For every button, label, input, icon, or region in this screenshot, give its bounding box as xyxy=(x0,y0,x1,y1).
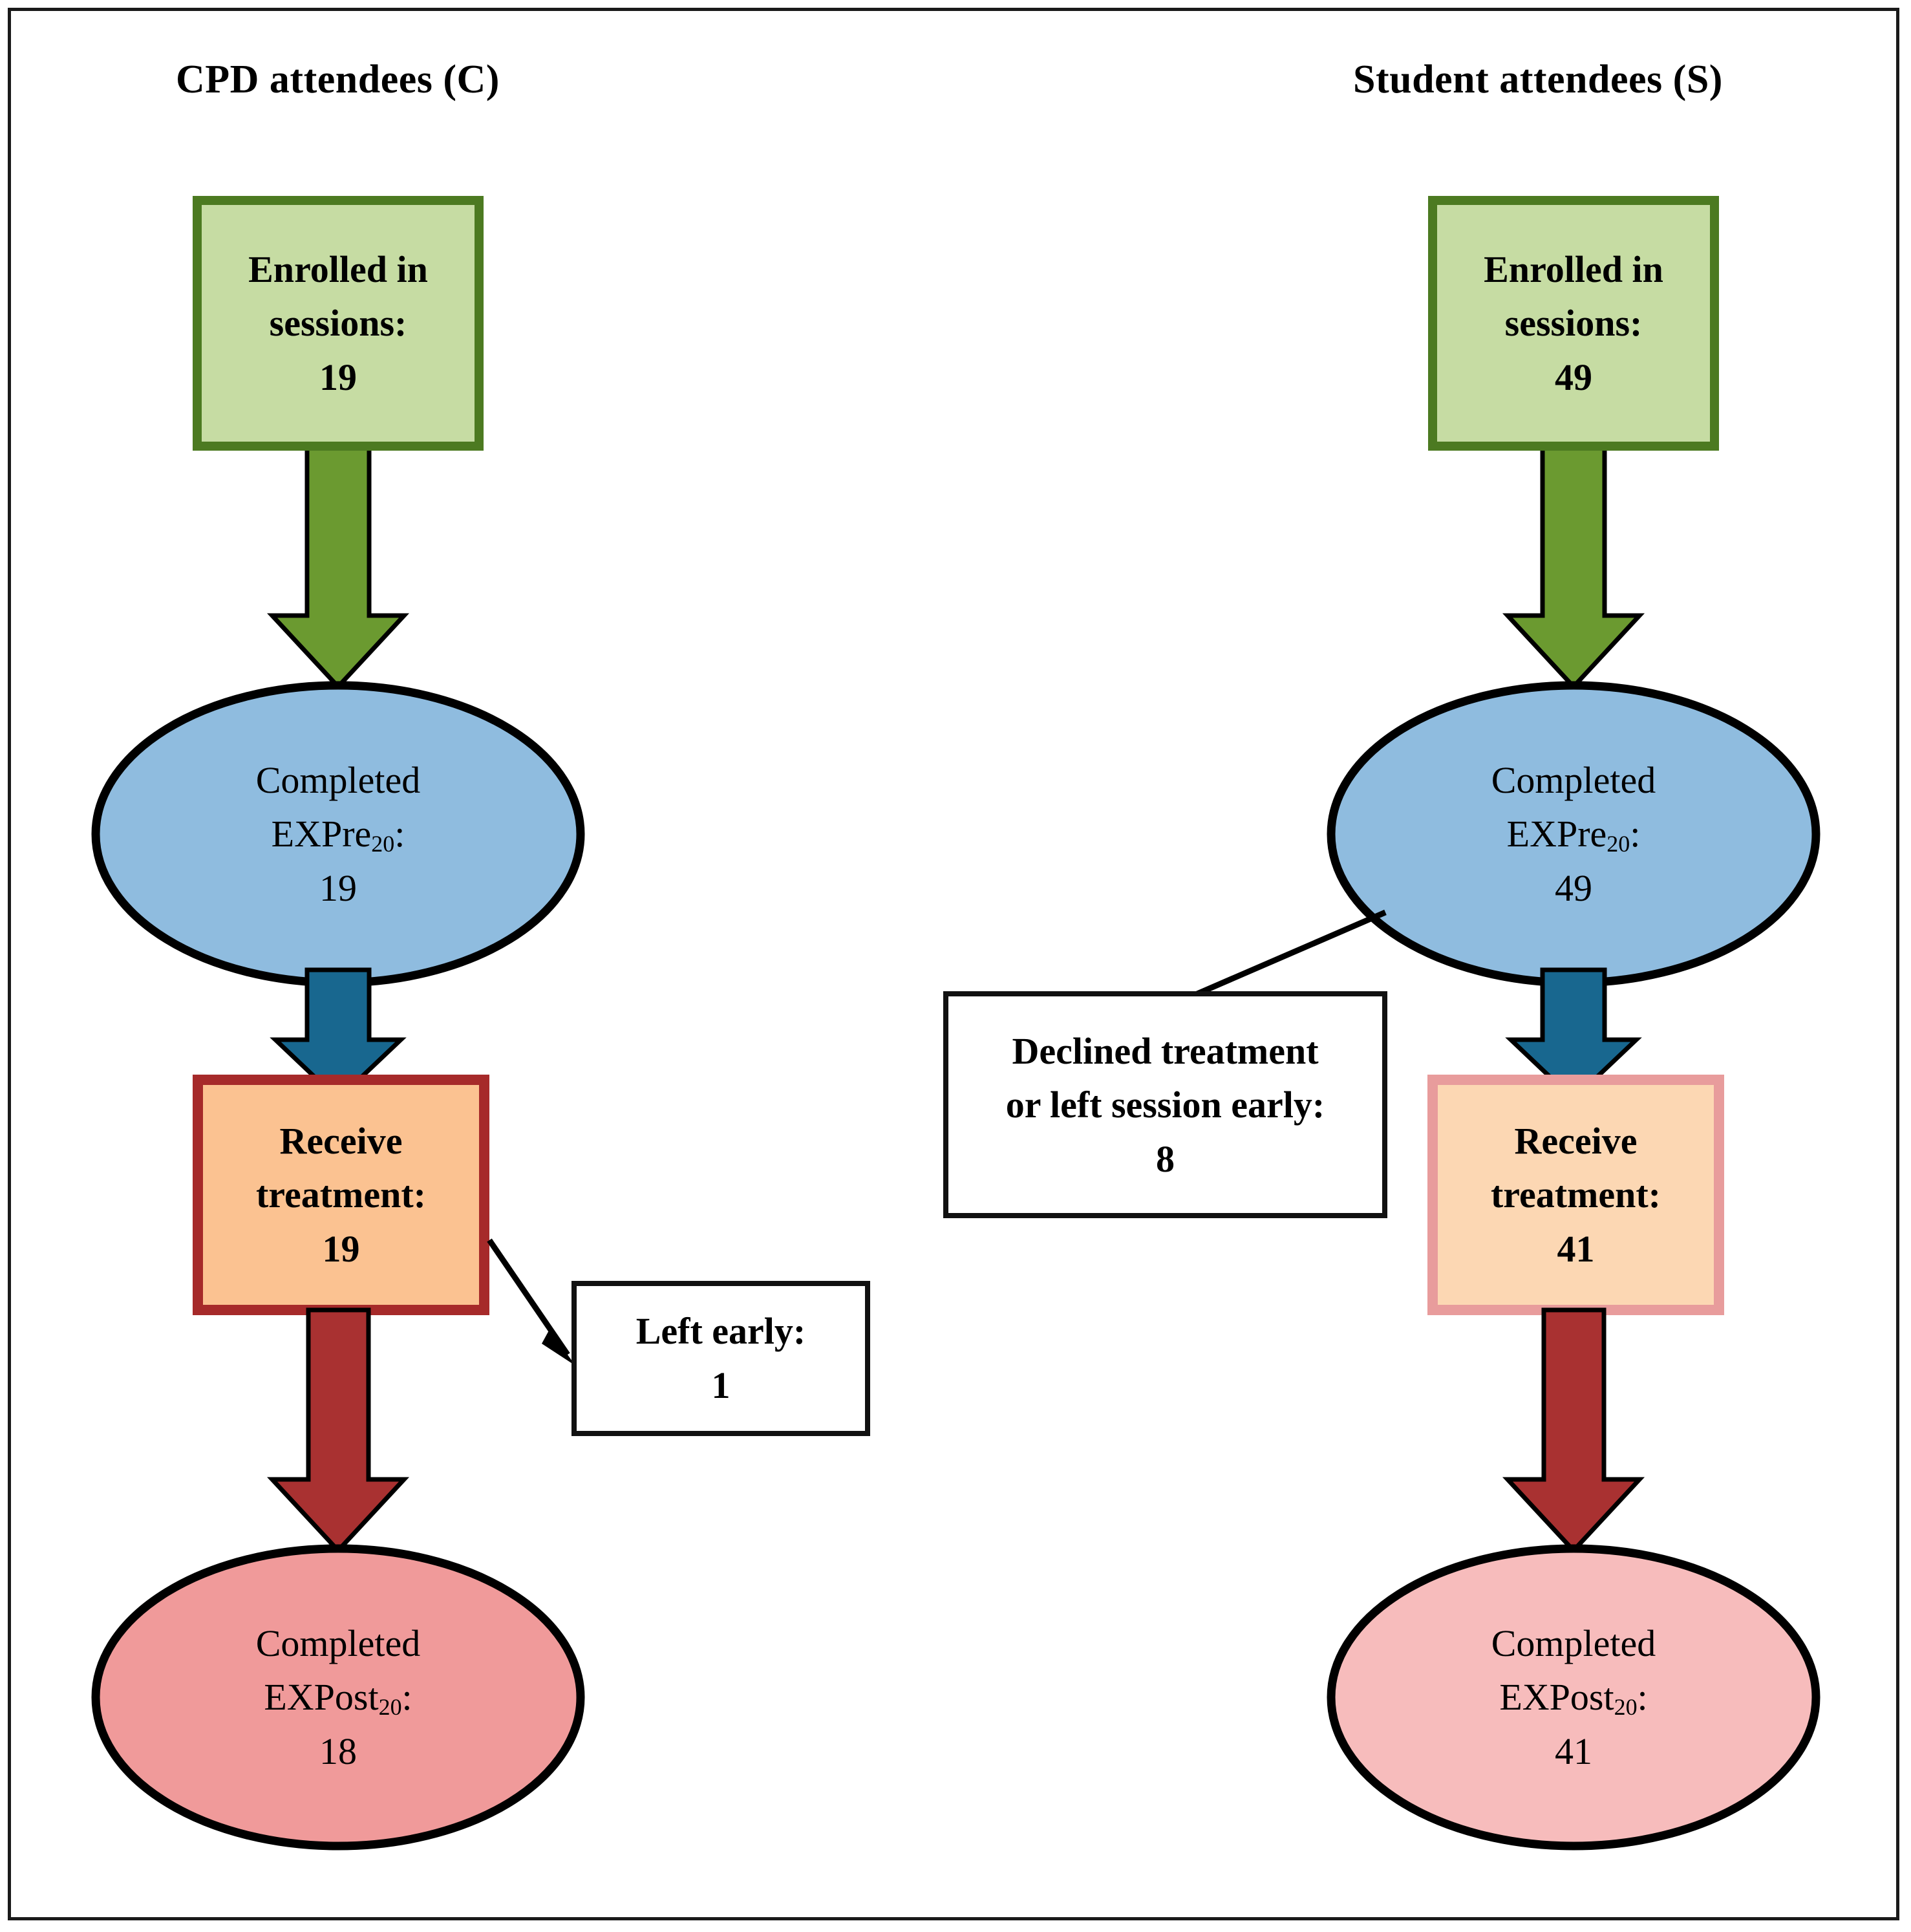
node-student-expre-shape xyxy=(1327,681,1820,987)
node-student-enrolled-shape xyxy=(1428,196,1719,451)
node-cpd-expost-shape xyxy=(91,1544,585,1851)
node-student-expost-shape xyxy=(1327,1544,1820,1851)
arrow-cpd-treatment-to-left-early xyxy=(487,1238,575,1366)
arrow-student-enrolled-to-expre xyxy=(1502,444,1645,691)
node-student-declined-shape xyxy=(943,991,1387,1218)
arrow-cpd-treatment-to-expost xyxy=(266,1307,410,1554)
arrow-student-expre-to-treatment xyxy=(1505,967,1642,1102)
arrow-cpd-enrolled-to-expre xyxy=(266,444,410,691)
node-cpd-expre-shape xyxy=(91,681,585,987)
arrow-student-treatment-to-expost xyxy=(1502,1307,1645,1554)
arrow-cpd-expre-to-treatment xyxy=(270,967,407,1102)
node-cpd-treatment-shape xyxy=(193,1075,489,1315)
node-student-treatment-shape xyxy=(1427,1075,1724,1315)
node-cpd-left-early-shape xyxy=(571,1281,870,1436)
column-title-cpd: CPD attendees (C) xyxy=(176,58,500,102)
node-cpd-enrolled-shape xyxy=(193,196,484,451)
column-title-student: Student attendees (S) xyxy=(1353,58,1723,102)
